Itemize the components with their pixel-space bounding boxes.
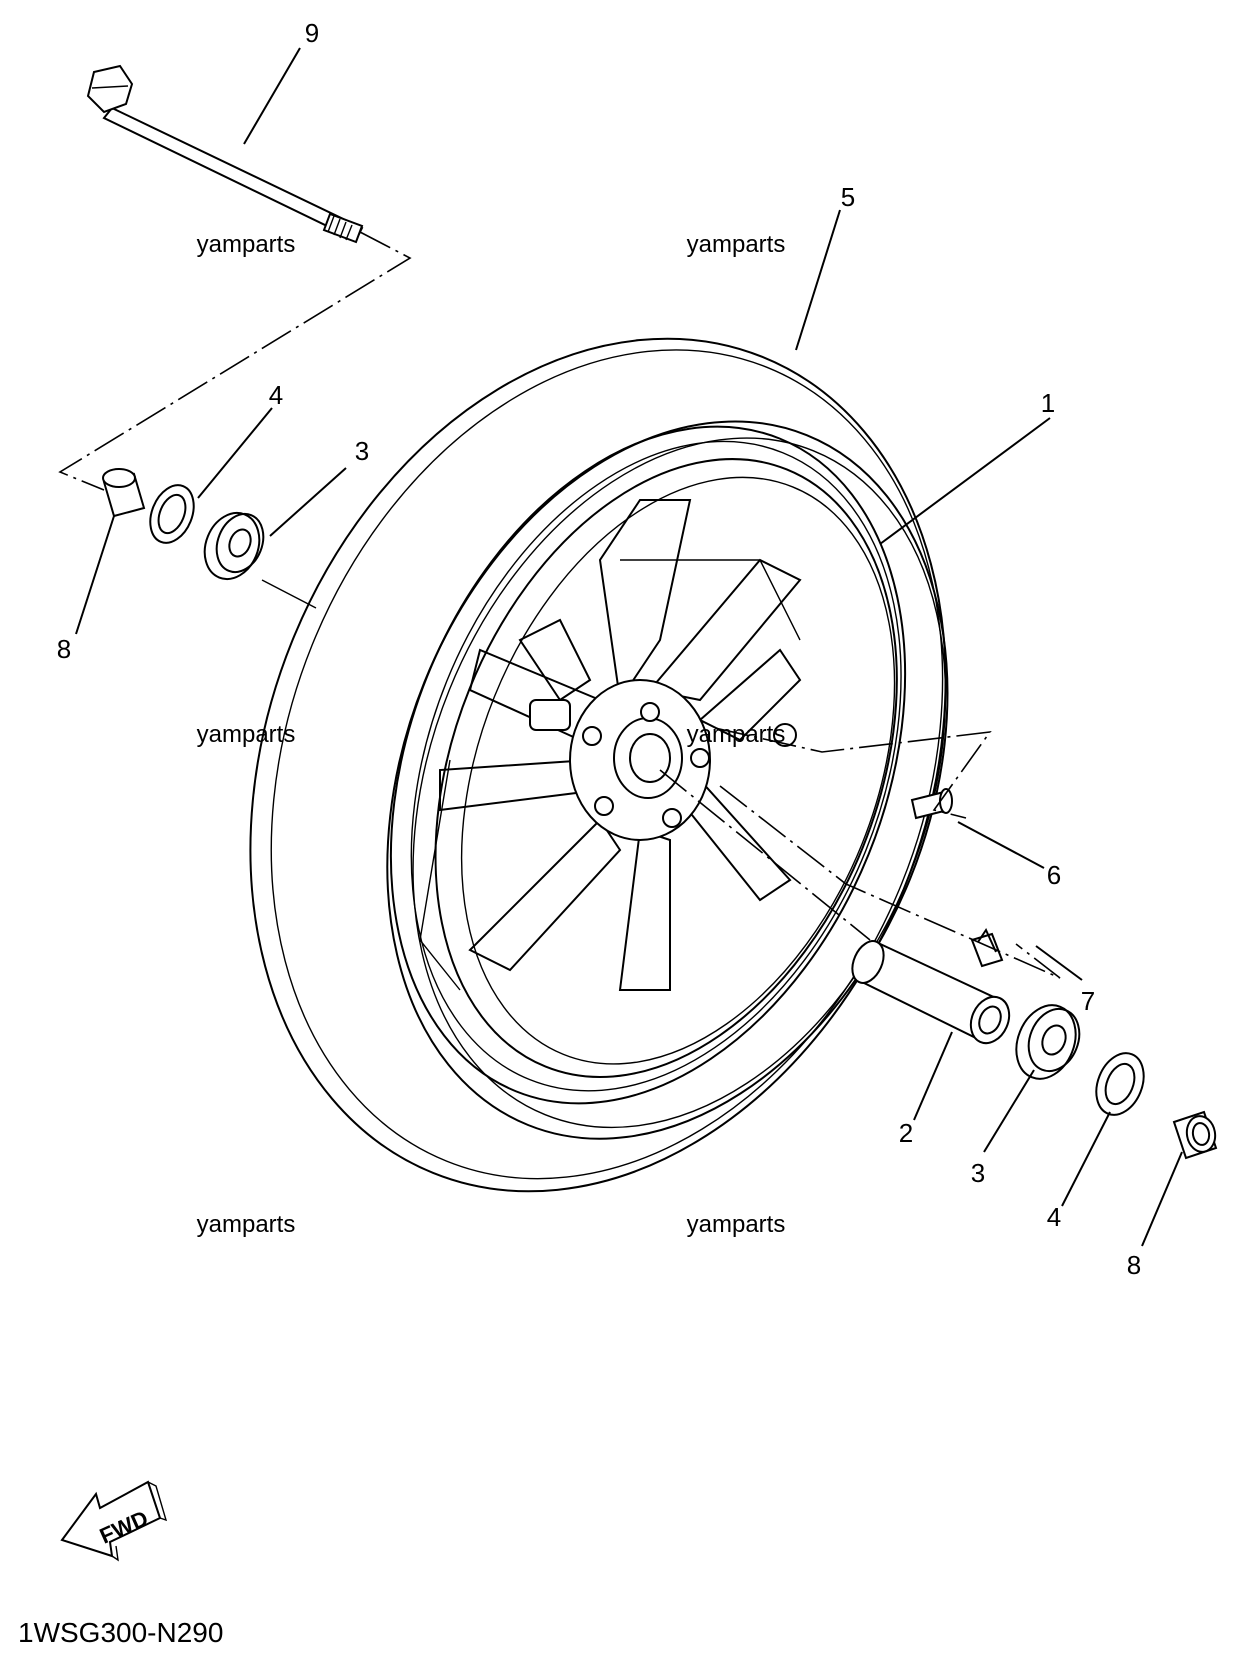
valve-stem (910, 788, 953, 820)
leader-lines (75, 47, 1183, 1247)
callout-7: 7 (1081, 986, 1095, 1016)
balance-weight (970, 927, 1004, 968)
assembly-lines (58, 231, 1061, 979)
wheel-hub (529, 679, 797, 841)
spacer-2 (851, 940, 1011, 1045)
watermark: yamparts (687, 231, 786, 258)
callout-3-left: 3 (355, 436, 369, 466)
left-collar-8 (102, 468, 146, 518)
watermark: yamparts (687, 721, 786, 748)
callout-2: 2 (899, 1118, 913, 1148)
callout-4-right: 4 (1047, 1202, 1061, 1232)
wheel-rim (389, 425, 907, 1105)
right-collar-8 (1172, 1110, 1218, 1160)
callout-8-right: 8 (1127, 1250, 1141, 1280)
callout-5: 5 (841, 182, 855, 212)
watermark: yamparts (197, 721, 296, 748)
watermark: yamparts (197, 1211, 296, 1238)
watermark: yamparts (197, 231, 296, 258)
left-bearing-3 (203, 512, 265, 580)
right-bearing-3 (1015, 1004, 1081, 1080)
callout-1: 1 (1041, 388, 1055, 418)
watermark: yamparts (687, 1211, 786, 1238)
fwd-arrow-icon: FWD (60, 1480, 168, 1562)
right-oil-seal-4 (1095, 1052, 1145, 1116)
axle-bolt (86, 64, 364, 244)
callout-9: 9 (305, 18, 319, 48)
figure-code: 1WSG300-N290 (18, 1617, 223, 1648)
callout-3-right: 3 (971, 1158, 985, 1188)
tire (249, 337, 949, 1193)
callout-6: 6 (1047, 860, 1061, 890)
left-oil-seal-4 (149, 484, 195, 544)
callout-4-left: 4 (269, 380, 283, 410)
callout-8-left: 8 (57, 634, 71, 664)
